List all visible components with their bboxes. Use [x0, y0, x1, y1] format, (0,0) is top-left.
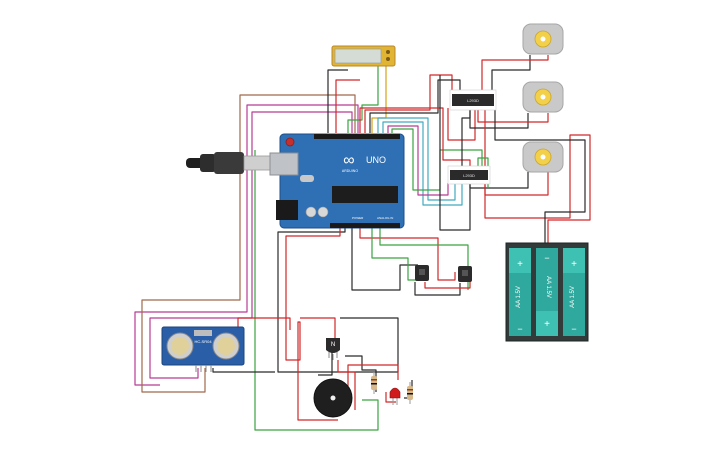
battery-cell-1-plus: + — [517, 259, 523, 270]
wire-black-m3[interactable] — [469, 172, 529, 189]
dc-motor-1[interactable] — [522, 23, 564, 55]
wire-black-buzzer[interactable] — [318, 352, 333, 376]
battery-cell-1-label: AA 1.5V — [516, 286, 522, 308]
wire-red-buzzer[interactable] — [337, 360, 356, 410]
wire-teal-1[interactable] — [377, 117, 456, 201]
wire-green-lcd[interactable] — [347, 62, 379, 133]
wire-magenta-2[interactable] — [149, 111, 353, 379]
motor-driver-ic-2[interactable]: L293D — [447, 165, 491, 185]
lcd-display[interactable] — [331, 45, 396, 67]
wire-green-sig[interactable] — [254, 150, 379, 431]
battery-cell-3-minus: − — [571, 324, 576, 334]
wire-yellow-lcd[interactable] — [371, 64, 387, 133]
wire-red-sensor[interactable] — [237, 317, 291, 330]
wire-black-lcd[interactable] — [327, 69, 348, 133]
arduino-analog-label: ANALOG IN — [377, 216, 393, 220]
wire-black-m2[interactable] — [469, 110, 529, 129]
resistor-2[interactable] — [407, 382, 413, 404]
push-button-2[interactable] — [458, 266, 472, 282]
wire-red-5v[interactable] — [285, 228, 341, 421]
wire-red-tr[interactable] — [300, 317, 336, 340]
wire-red-buzz2[interactable] — [347, 364, 399, 390]
battery-cell-2-label: AA 1.5V — [545, 276, 551, 298]
wire-black-drv3[interactable] — [461, 110, 471, 170]
wire-red-btn[interactable] — [359, 228, 456, 281]
wire-red-m1[interactable] — [481, 55, 549, 90]
piezo-buzzer[interactable] — [313, 378, 353, 418]
wire-red-bat1[interactable] — [484, 110, 591, 248]
wire-red-m2[interactable] — [477, 110, 549, 123]
wire-black-bat1[interactable] — [494, 110, 586, 244]
wire-black-btn2[interactable] — [414, 282, 461, 296]
wire-teal-2[interactable] — [382, 121, 463, 206]
red-led[interactable] — [389, 387, 401, 405]
battery-cell-1-minus: − — [517, 324, 522, 334]
wire-black-sensor[interactable] — [212, 368, 275, 373]
arduino-logo-text: ARDUINO — [342, 169, 358, 173]
arduino-board[interactable]: ∞ UNO ARDUINO POWER ANALOG IN — [186, 133, 405, 229]
battery-cell-2-minus: − — [544, 253, 549, 263]
wire-red-lcd[interactable] — [335, 79, 360, 133]
wire-red-m3[interactable] — [484, 172, 549, 196]
wire-magenta-1[interactable] — [134, 104, 359, 386]
wire-black-m1[interactable] — [491, 55, 531, 90]
arduino-power-label: POWER — [352, 216, 364, 220]
arduino-logo-symbol: ∞ — [343, 152, 354, 169]
usb-cable-icon — [186, 152, 273, 174]
wire-black-drv1[interactable] — [369, 79, 461, 133]
ultrasonic-label: HC-SR04 — [194, 339, 212, 344]
arduino-model-text: UNO — [366, 155, 386, 165]
wire-red-drv2[interactable] — [359, 107, 471, 170]
resistor-1[interactable] — [371, 372, 377, 394]
driver-chip-1-label: L293D — [467, 98, 479, 103]
motor-driver-ic-1[interactable]: L293D — [449, 89, 497, 111]
battery-cell-3-plus: + — [571, 259, 577, 270]
dc-motor-2[interactable] — [522, 81, 564, 113]
battery-cell-2-plus: + — [544, 319, 550, 330]
wire-black-gnd[interactable] — [277, 228, 399, 373]
wire-green-btn1[interactable] — [371, 228, 422, 281]
wire-red-btn2[interactable] — [424, 278, 471, 289]
wire-green-drv[interactable] — [391, 128, 483, 191]
wire-magenta-drv[interactable] — [387, 125, 449, 196]
wires — [134, 55, 591, 431]
push-button-1[interactable] — [415, 265, 429, 281]
wire-red-drv1[interactable] — [364, 74, 453, 133]
wire-green-btn2[interactable] — [379, 228, 469, 290]
wire-black-drv2[interactable] — [439, 75, 471, 231]
npn-transistor[interactable]: N — [326, 338, 340, 360]
wire-black-btn[interactable] — [351, 228, 418, 291]
dc-motor-3[interactable] — [522, 141, 564, 173]
driver-chip-2-label: L293D — [463, 173, 475, 178]
battery-pack[interactable]: + AA 1.5V − − AA 1.5V + + AA 1.5V − — [505, 242, 589, 342]
ultrasonic-sensor[interactable]: HC-SR04 — [161, 326, 245, 372]
battery-cell-3-label: AA 1.5V — [570, 286, 576, 308]
transistor-label: N — [331, 342, 335, 348]
